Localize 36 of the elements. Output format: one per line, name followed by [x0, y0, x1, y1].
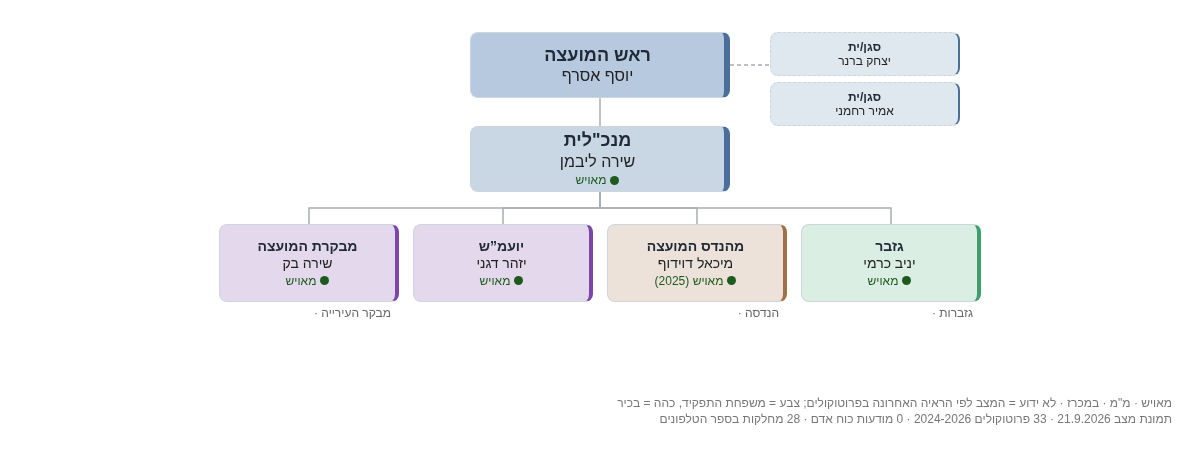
role-card — [770, 32, 960, 76]
legend-note: תמונת מצב 21.9.2026 · 33 פרוטוקולים 2024-2026 · 0 מודעות כוח אדם · 28 מחלקות בספר הטלפונים — [659, 412, 1172, 426]
department-label: הנדסה · — [737, 306, 779, 320]
role-title: סגן/ית — [847, 39, 882, 54]
role-title: גזבר — [875, 238, 904, 255]
legend-note: מאויש · מ"מ · במכרז · לא ידוע = המצב לפי הראיה האחרונה בפרוטוקולים; צבע = משפחת התפקיד, כהה = בכיר — [617, 396, 1172, 410]
person-name: שירה ליבמן — [559, 152, 636, 172]
role-card — [470, 32, 730, 98]
role-card — [413, 224, 593, 302]
person-name: יזהר דגני — [476, 254, 527, 272]
role-title: סגן/ית — [847, 89, 882, 104]
dashed-connector — [729, 64, 771, 66]
status-text: מאויש — [575, 173, 607, 188]
role-card — [219, 224, 399, 302]
role-title: יועמ”ש — [478, 238, 525, 255]
department-label: גזברות · — [931, 306, 973, 320]
status-text: מאויש (2025) — [654, 273, 724, 288]
role-title: מהנדס המועצה — [646, 238, 745, 255]
role-title: מנכ"לית — [563, 130, 632, 152]
department-label: מבקר העירייה · — [313, 306, 391, 320]
status-text: מאויש — [479, 273, 511, 288]
person-name: מיכאל דוידוף — [657, 254, 734, 272]
role-card — [470, 126, 730, 192]
person-name: שירה בק — [282, 254, 333, 272]
status-text: מאויש — [285, 273, 317, 288]
role-title: ראש המועצה — [544, 44, 651, 67]
person-name: אמיר רחמני — [835, 104, 894, 119]
role-card — [607, 224, 787, 302]
role-title: מבקרת המועצה — [257, 238, 358, 255]
person-name: יצחק ברנר — [838, 54, 891, 69]
person-name: יוסף אסרף — [561, 66, 634, 86]
role-card — [770, 82, 960, 126]
person-name: יניב כרמי — [863, 254, 916, 272]
status-text: מאויש — [867, 273, 899, 288]
role-card — [801, 224, 981, 302]
connector — [599, 97, 601, 127]
